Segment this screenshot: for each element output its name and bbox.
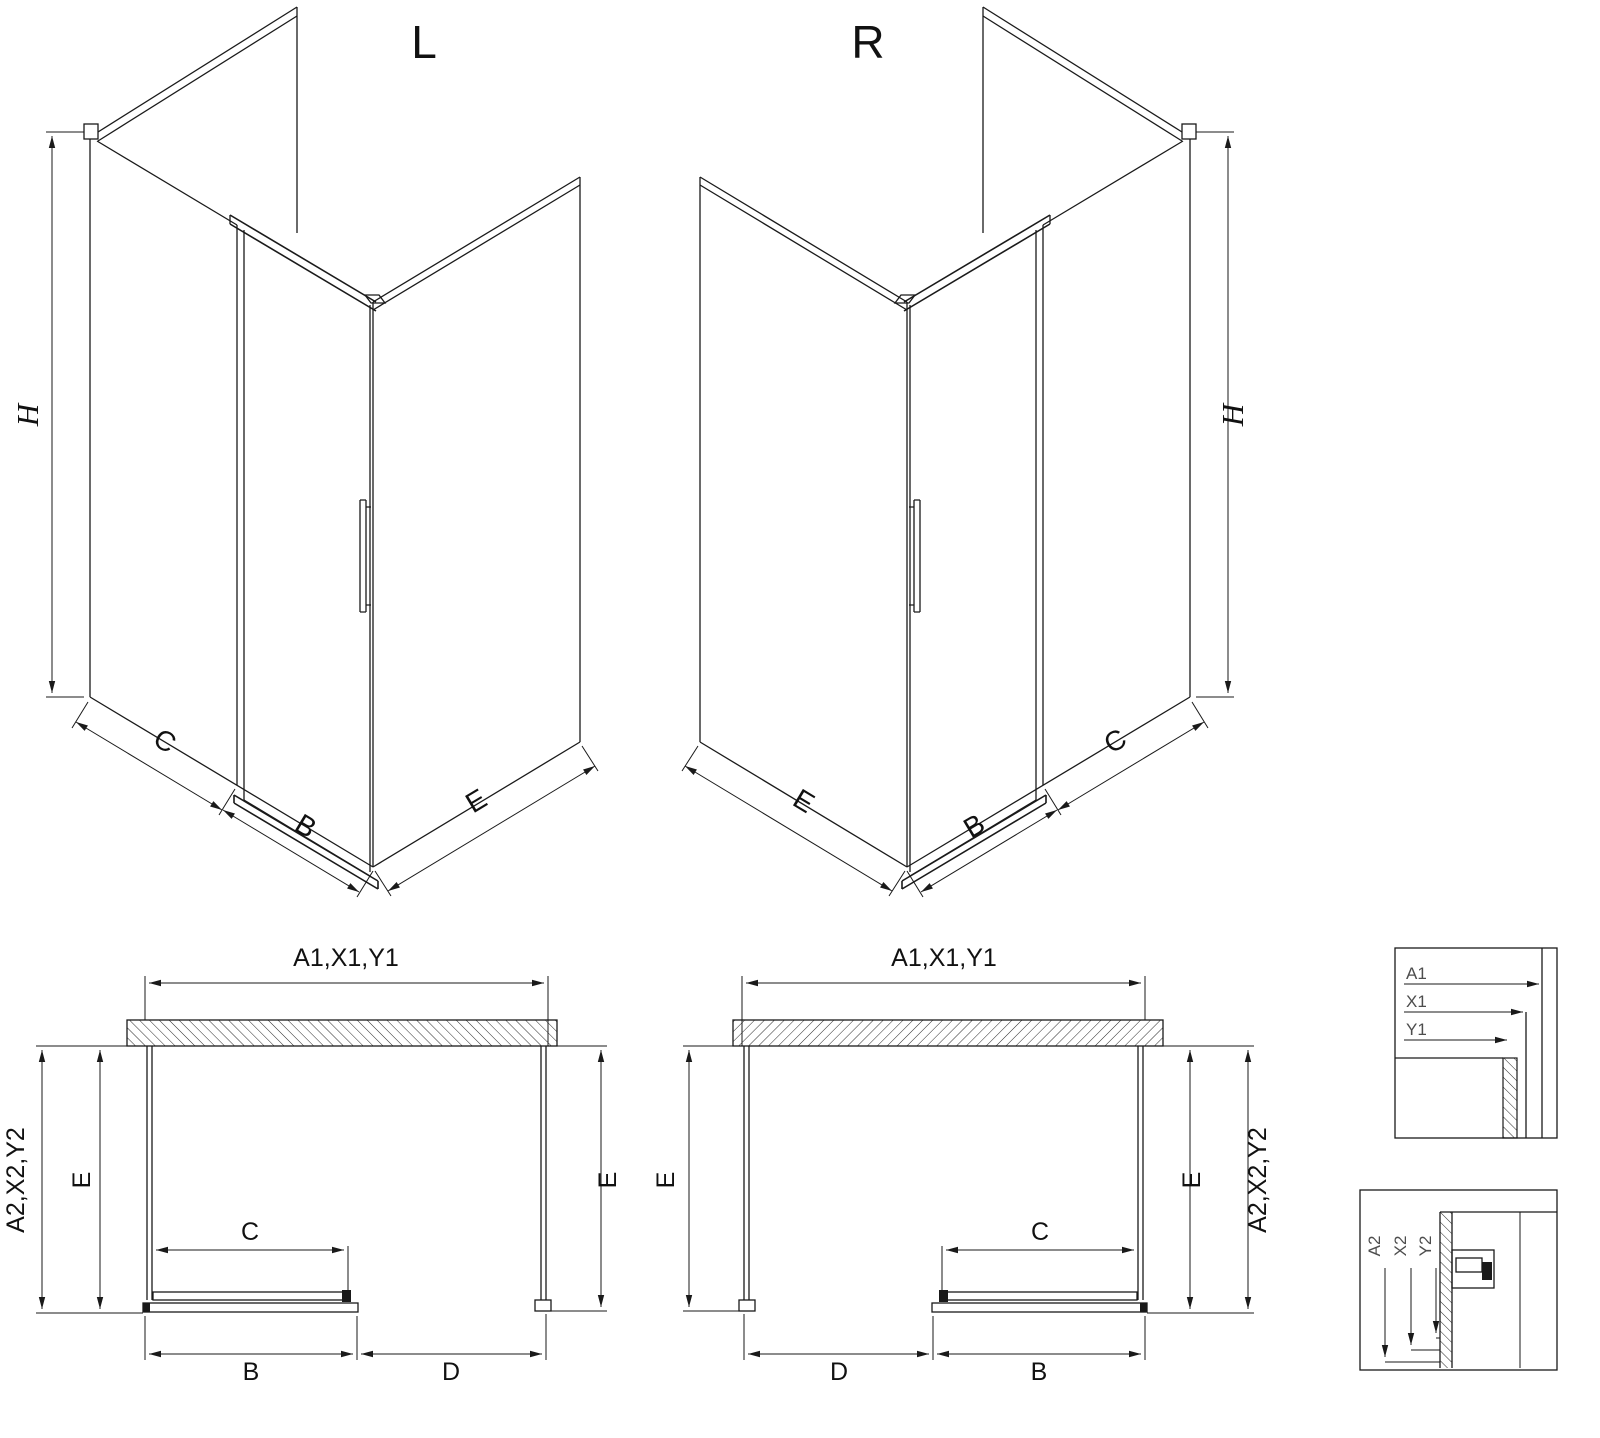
dim-ext-e <box>374 745 599 897</box>
dim-label-c-right: C <box>1098 722 1131 759</box>
face-tick-lines <box>1385 1337 1440 1363</box>
track-end-cap <box>143 1303 150 1312</box>
dim-ext-b <box>356 870 374 898</box>
dim-ext-a1 <box>144 976 549 1046</box>
detail-bottom-label-a2: A2 <box>1365 1236 1384 1257</box>
dim-ext-bd <box>144 1314 547 1360</box>
plan-view-left-linework <box>36 976 607 1360</box>
dim-label-e-right: E <box>788 783 820 819</box>
plan-left-dim-top: A1,X1,Y1 <box>293 944 399 972</box>
door-end-cap <box>342 1290 351 1302</box>
sliding-door-panel <box>152 1291 350 1301</box>
dim-ext-c <box>71 701 236 816</box>
dim-ext-e-right <box>551 1045 607 1312</box>
detail-frame <box>1359 1189 1558 1371</box>
dim-line-c <box>75 721 223 811</box>
right-wall-top-edge-inner <box>372 184 581 311</box>
detail-top-label-x1: X1 <box>1406 992 1427 1011</box>
detail-top-label-a1: A1 <box>1406 964 1427 983</box>
bathroom-wall-section <box>126 1019 558 1047</box>
right-wall-end-profile <box>534 1299 552 1312</box>
iso-view-left-linework <box>46 6 599 898</box>
plan-right-dim-c: C <box>1031 1218 1049 1246</box>
dim-label-h-right: H <box>1215 402 1250 427</box>
right-wall-top-edge <box>372 176 581 303</box>
plan-right-dim-d: D <box>830 1358 848 1386</box>
detail-bottom-label-x2: X2 <box>1391 1236 1410 1257</box>
dim-label-e-left: E <box>460 783 492 819</box>
wall-profile-fitting <box>83 123 99 140</box>
detail-top-section <box>1394 947 1558 1139</box>
clamp-fitting-block <box>1482 1262 1492 1280</box>
dim-label-c-left: C <box>148 722 181 759</box>
dim-line-e <box>387 765 596 892</box>
right-glass-wall <box>540 1046 547 1300</box>
plan-left-dim-depth-left: E <box>68 1172 96 1189</box>
dim-label-h-left: H <box>10 402 45 427</box>
door-rail-bottom <box>229 223 377 312</box>
dim-ext-a2 <box>36 1045 143 1314</box>
view-label-right: R <box>851 16 884 68</box>
dim-ext-h <box>46 131 84 698</box>
plan-view-right-linework <box>683 976 1254 1360</box>
side-wall-top-edge <box>97 6 298 133</box>
plan-right-dim-top: A1,X1,Y1 <box>891 944 997 972</box>
plan-right-dim-depth-left: E <box>652 1172 680 1189</box>
detail-top-label-y1: Y1 <box>1406 1020 1427 1039</box>
dim-line-b <box>222 809 360 893</box>
detail-frame <box>1394 947 1558 1139</box>
door-rail-top <box>229 214 377 303</box>
side-wall-top-edge-inner <box>97 15 298 142</box>
left-glass-wall <box>146 1046 153 1300</box>
detail-bottom-label-y2: Y2 <box>1416 1236 1435 1257</box>
plan-left-dim-b: B <box>243 1358 260 1386</box>
plan-left-dim-depth-right: E <box>594 1172 622 1189</box>
plan-left-dim-d: D <box>442 1358 460 1386</box>
view-label-left: L <box>411 16 437 68</box>
door-handle <box>359 499 371 613</box>
plan-left-dim-c: C <box>241 1218 259 1246</box>
plan-right-dim-side-outer: A2,X2,Y2 <box>1244 1127 1272 1233</box>
plan-left-dim-side-outer: A2,X2,Y2 <box>2 1127 30 1233</box>
plan-right-dim-depth-right: E <box>1178 1172 1206 1189</box>
glass-section-hatch <box>1440 1212 1452 1368</box>
clamp-fitting-inner <box>1455 1257 1483 1273</box>
glass-profile-section <box>1502 1057 1518 1139</box>
plan-right-dim-b: B <box>1031 1358 1048 1386</box>
door-track-rail <box>142 1302 359 1313</box>
front-wall-top-edge <box>96 140 238 226</box>
front-wall-bottom-edge <box>89 696 374 868</box>
clamp-fitting <box>1451 1249 1495 1289</box>
detail-bottom-section <box>1359 1189 1558 1371</box>
iso-view-right-linework <box>682 7 1234 897</box>
